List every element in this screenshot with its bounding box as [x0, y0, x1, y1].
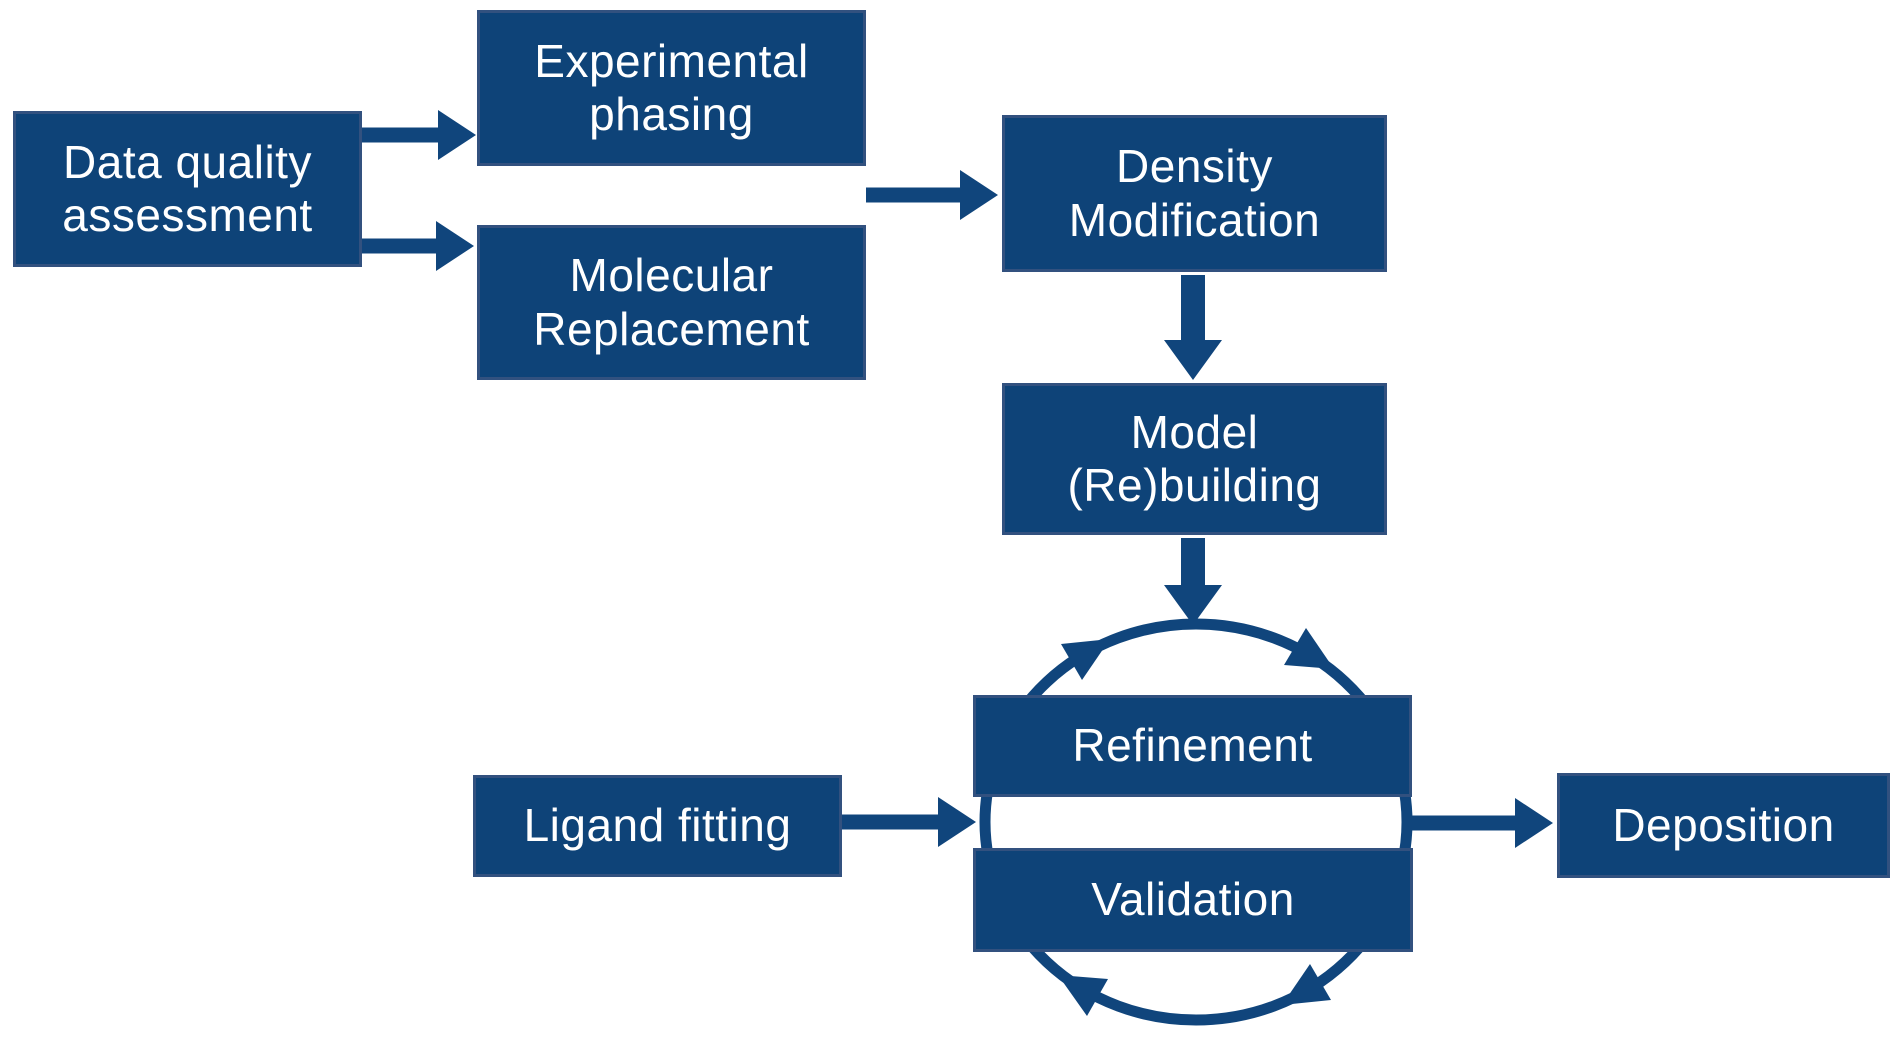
cycle-arrowhead-bottom-right-icon	[1282, 964, 1331, 1005]
cycle-arrowhead-bottom-left-icon	[1058, 975, 1108, 1016]
node-data-quality-assessment: Data quality assessment	[13, 111, 362, 267]
node-experimental-phasing: Experimental phasing	[477, 10, 866, 166]
cycle-arrowhead-top-right-icon	[1284, 628, 1334, 669]
node-ligand-fitting: Ligand fitting	[473, 775, 842, 877]
node-refinement: Refinement	[973, 695, 1412, 797]
node-validation: Validation	[973, 848, 1413, 952]
refinement-validation-cycle-ring	[979, 618, 1413, 1026]
arrow-dataquality-to-molrep-icon	[362, 221, 474, 271]
arrow-ligand-to-cycle-icon	[842, 797, 976, 847]
node-model-rebuilding: Model (Re)building	[1002, 383, 1387, 535]
arrow-phasing-to-density-icon	[866, 170, 998, 220]
node-density-modification: Density Modification	[1002, 115, 1387, 272]
node-molecular-replacement: Molecular Replacement	[477, 225, 866, 380]
arrow-cycle-to-deposition-icon	[1412, 798, 1553, 848]
cycle-arrowhead-top-left-icon	[1061, 639, 1110, 680]
node-deposition: Deposition	[1557, 773, 1890, 878]
arrow-dataquality-to-phasing-icon	[362, 110, 476, 160]
arrow-density-to-model-icon	[1164, 275, 1222, 380]
arrow-model-to-cycle-icon	[1164, 538, 1222, 625]
